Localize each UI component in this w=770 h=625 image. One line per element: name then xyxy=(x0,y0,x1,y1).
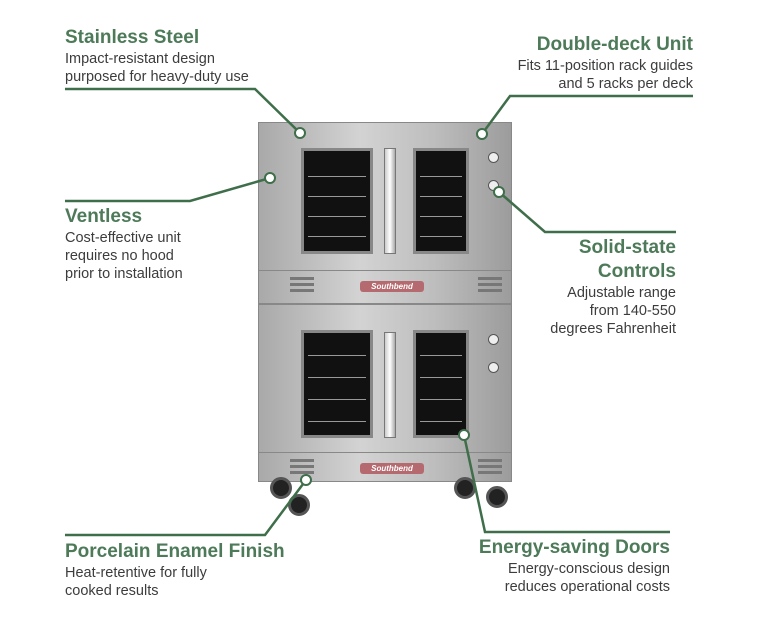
callout-text: and 5 racks per deck xyxy=(558,76,693,92)
lower-left-door-window xyxy=(301,330,373,438)
callout-text: Adjustable range xyxy=(567,285,676,301)
lower-control-knob xyxy=(488,334,499,345)
callout-text: prior to installation xyxy=(65,266,183,282)
marker-dot xyxy=(300,474,312,486)
callout-text: Cost-effective unit xyxy=(65,230,181,246)
upper-right-door-window xyxy=(413,148,469,254)
callout-text: requires no hood xyxy=(65,248,174,264)
marker-dot xyxy=(458,429,470,441)
callout-text: Heat-retentive for fully xyxy=(65,565,207,581)
upper-control-knob xyxy=(488,152,499,163)
callout-title: Double-deck Unit xyxy=(536,34,693,55)
callout-text: from 140-550 xyxy=(589,303,676,319)
caster-wheel xyxy=(288,494,310,516)
callout-text: Energy-conscious design xyxy=(507,561,670,577)
caster-wheel xyxy=(486,486,508,508)
callout-text: Fits 11-position rack guides xyxy=(517,58,693,74)
leader-double-deck xyxy=(480,94,693,135)
brand-logo-lower: Southbend xyxy=(360,463,424,474)
brand-logo-upper: Southbend xyxy=(360,281,424,292)
callout-text: Impact-resistant design xyxy=(65,51,215,67)
callout-text: purposed for heavy-duty use xyxy=(65,69,249,85)
callout-title: Energy-saving Doors xyxy=(478,537,670,558)
callout-porcelain-enamel: Porcelain Enamel Finish Heat-retentive f… xyxy=(65,540,285,600)
callout-title: Controls xyxy=(597,261,676,282)
callout-text: degrees Fahrenheit xyxy=(550,321,676,337)
callout-title: Ventless xyxy=(65,206,143,227)
callout-title: Solid-state xyxy=(578,237,676,258)
upper-door-handle xyxy=(384,148,396,254)
callout-stainless-steel: Stainless Steel Impact-resistant design … xyxy=(65,26,249,86)
callout-ventless: Ventless Cost-effective unit requires no… xyxy=(65,205,183,283)
lower-right-door-window xyxy=(413,330,469,438)
caster-wheel xyxy=(270,477,292,499)
lower-door-handle xyxy=(384,332,396,438)
marker-dot xyxy=(493,186,505,198)
lower-control-knob xyxy=(488,362,499,373)
marker-dot xyxy=(294,127,306,139)
double-deck-convection-oven-image: Southbend Southbend xyxy=(258,122,512,516)
leader-stainless-steel xyxy=(65,87,301,134)
callout-energy-saving-doors: Energy-saving Doors Energy-conscious des… xyxy=(479,536,670,596)
callout-text: reduces operational costs xyxy=(504,579,670,595)
leader-ventless xyxy=(65,176,271,203)
marker-dot xyxy=(264,172,276,184)
callout-solid-state-controls: Solid-state Controls Adjustable range fr… xyxy=(550,236,676,338)
callout-title: Stainless Steel xyxy=(65,27,200,48)
callout-title: Porcelain Enamel Finish xyxy=(65,541,285,562)
upper-left-door-window xyxy=(301,148,373,254)
leader-energy-saving xyxy=(462,434,670,534)
leader-solid-state xyxy=(498,191,676,234)
marker-dot xyxy=(476,128,488,140)
callout-double-deck: Double-deck Unit Fits 11-position rack g… xyxy=(518,33,693,93)
leader-porcelain xyxy=(65,479,308,537)
callout-text: cooked results xyxy=(65,583,159,599)
